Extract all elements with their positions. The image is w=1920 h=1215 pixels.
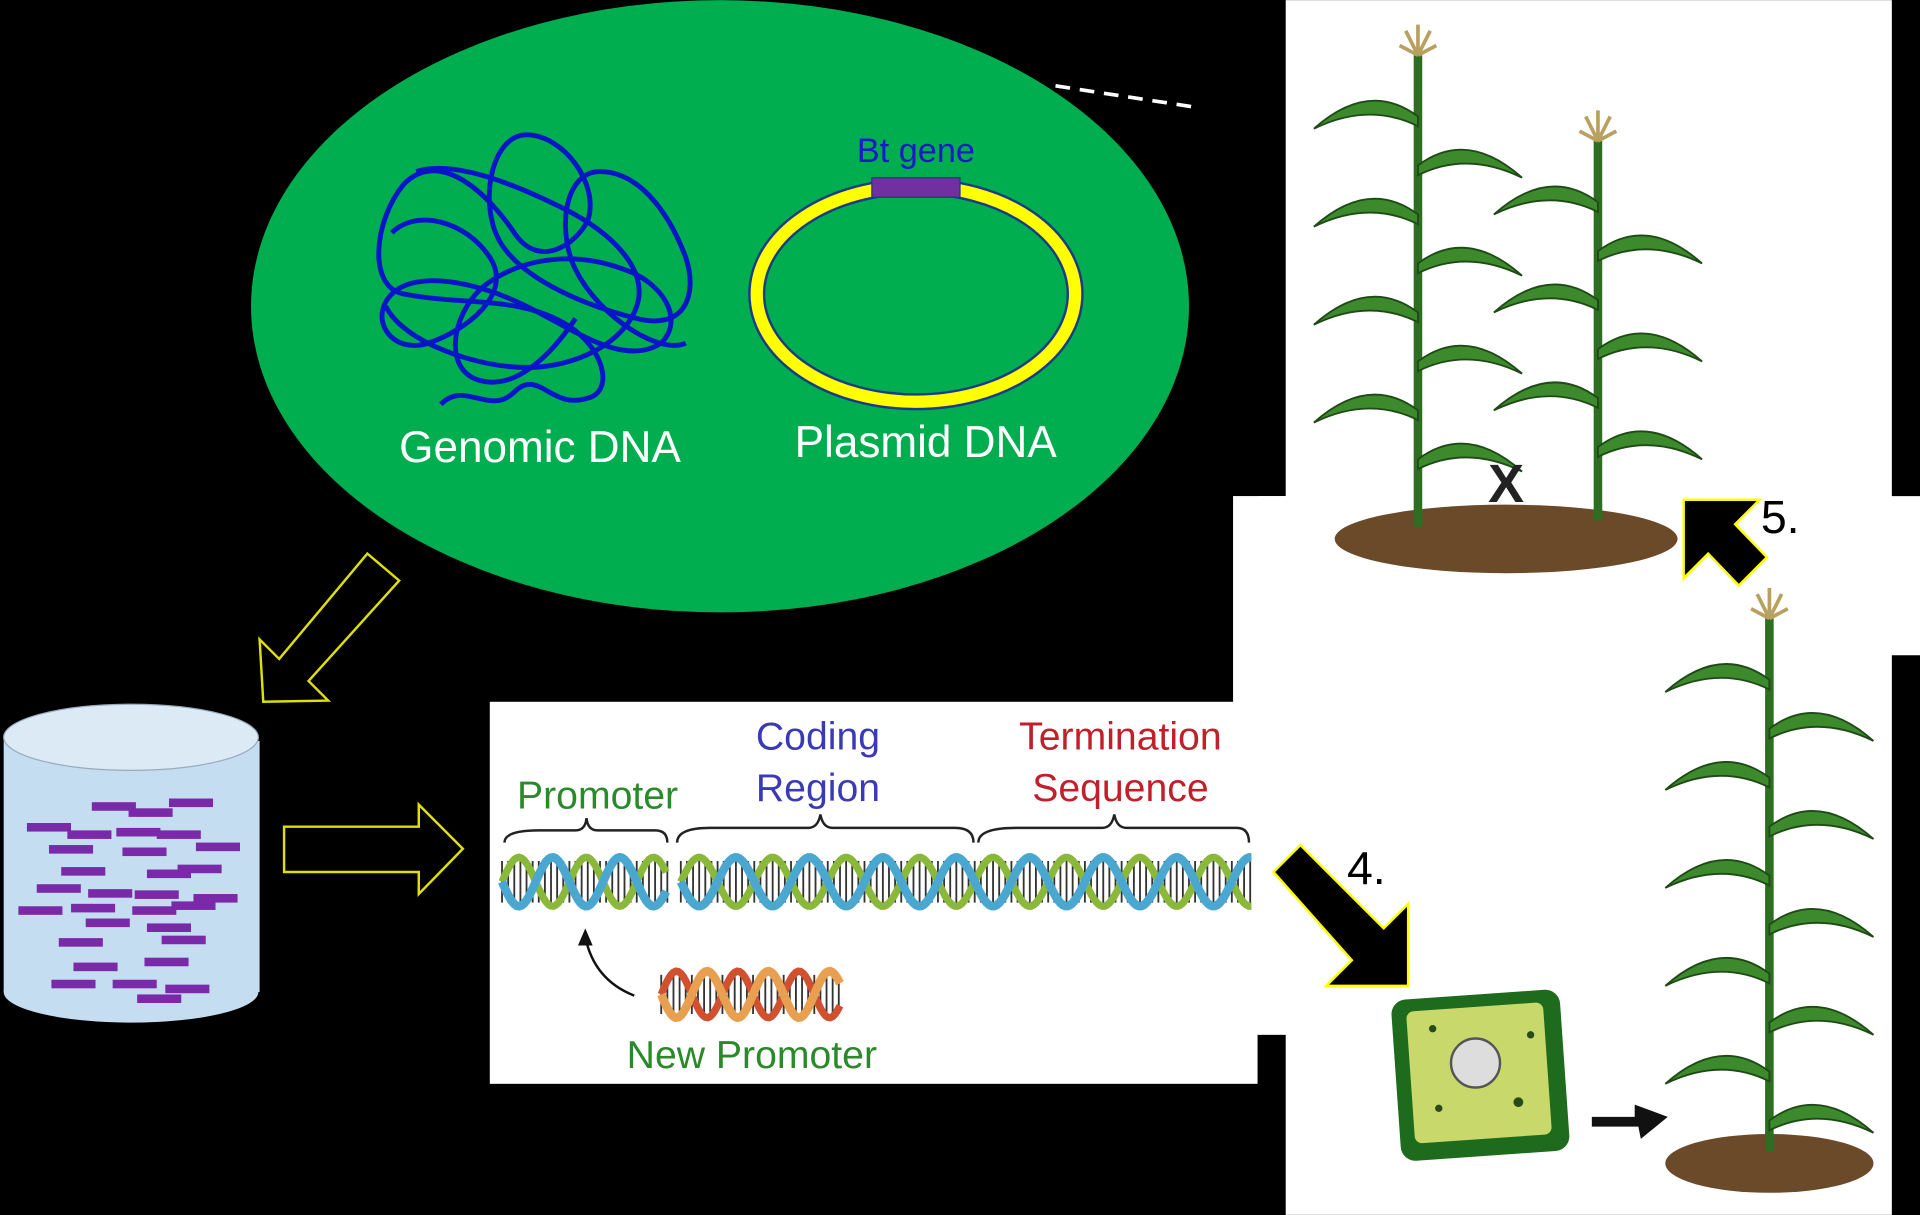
step4-label: 4. — [1347, 842, 1386, 894]
corn-leaf — [1417, 246, 1523, 277]
corn-leaf — [1768, 907, 1875, 938]
dna-fragment — [193, 894, 238, 903]
dashed-pointer-line — [1055, 84, 1201, 110]
dna-fragment — [67, 830, 112, 839]
plasmid-dna-label: Plasmid DNA — [795, 418, 1058, 467]
new-promoter-label: New Promoter — [627, 1034, 877, 1077]
corn-leaf — [1493, 283, 1599, 314]
termination-label-line1: Termination — [1019, 716, 1221, 759]
corn-leaf — [1313, 393, 1419, 424]
corn-leaf — [1768, 712, 1875, 742]
coding-label-line1: Coding — [756, 716, 880, 759]
soil-bottom — [1665, 1134, 1874, 1193]
step4-arrow — [1271, 843, 1410, 988]
corn-leaf — [1664, 1054, 1771, 1085]
dna-fragment — [195, 842, 240, 852]
corn-leaf — [1597, 332, 1703, 363]
corn-leaf — [1597, 430, 1703, 461]
dna-fragment — [88, 889, 133, 898]
dna-fragment — [71, 903, 116, 913]
cross-mark: X — [1488, 454, 1524, 514]
corn-leaf — [1768, 1103, 1875, 1134]
bt-gene-label: Bt gene — [857, 132, 975, 170]
hollow-arrow-right — [282, 801, 465, 898]
dna-fragment — [132, 906, 177, 915]
dna-fragment — [156, 830, 201, 839]
dna-fragment — [177, 864, 222, 874]
step5-label: 5. — [1761, 491, 1800, 543]
soil-top — [1334, 504, 1678, 574]
dna-fragment — [58, 938, 103, 947]
dna-fragment — [91, 802, 136, 811]
step5-arrow — [1682, 498, 1769, 588]
corn-tassel — [1398, 24, 1438, 57]
corn-leaf — [1664, 663, 1771, 693]
helix-strand — [676, 853, 1252, 911]
small-arrow-to-plant — [1591, 1104, 1668, 1139]
dna-fragment — [122, 847, 167, 857]
corn-leaf — [1664, 859, 1771, 889]
bacterial-cell — [251, 0, 1189, 613]
corn-leaf — [1417, 148, 1523, 179]
dna-fragment — [61, 867, 106, 876]
genomic-dna-icon — [376, 132, 693, 407]
corn-leaf — [1417, 442, 1523, 473]
dna-helix-new-promoter — [657, 966, 844, 1023]
dna-fragment — [161, 935, 206, 945]
corn-leaf — [1493, 185, 1599, 216]
termination-label-line2: Sequence — [1032, 767, 1208, 810]
dna-fragment — [165, 984, 210, 994]
insert-arrowhead — [577, 928, 593, 946]
promoter-label: Promoter — [517, 774, 678, 817]
bt-gene-segment — [871, 177, 961, 198]
dna-fragment — [146, 923, 192, 932]
corn-leaf — [1597, 234, 1703, 265]
gene-library-cylinder — [3, 703, 260, 1023]
helix-strand — [498, 852, 670, 911]
plant-cell-icon — [1391, 989, 1570, 1161]
dna-helix-construct — [498, 852, 1252, 911]
corn-leaf — [1313, 197, 1419, 228]
corn-tassel — [1750, 587, 1789, 621]
corn-plants — [1313, 24, 1875, 1152]
dna-fragment — [48, 845, 94, 854]
dna-fragment — [112, 979, 157, 989]
corn-tassel — [1578, 110, 1618, 143]
corn-leaf — [1768, 810, 1875, 840]
dna-fragment — [51, 979, 96, 989]
dna-fragment — [171, 901, 216, 910]
corn-leaf — [1768, 1005, 1875, 1036]
corn-leaf — [1313, 99, 1419, 130]
coding-label-line2: Region — [756, 767, 880, 810]
corn-leaf — [1664, 956, 1771, 987]
dna-fragment — [168, 798, 214, 808]
dna-fragment — [137, 994, 182, 1004]
dna-fragment — [144, 957, 189, 967]
hollow-arrow-down-left — [258, 551, 401, 704]
dna-fragment — [18, 906, 63, 915]
corn-leaf — [1417, 344, 1523, 375]
dna-fragment — [36, 884, 81, 893]
brackets — [503, 814, 1251, 843]
corn-leaf — [1664, 761, 1771, 791]
dna-fragment — [73, 962, 118, 972]
dna-fragment — [26, 823, 72, 832]
dna-fragment — [85, 918, 130, 928]
plant-panel-background — [1233, 0, 1920, 1215]
dna-fragment — [128, 808, 173, 817]
dna-fragments — [18, 798, 240, 1004]
corn-leaf — [1493, 381, 1599, 412]
corn-leaf — [1313, 295, 1419, 326]
dna-fragment — [134, 890, 179, 899]
dna-fragment — [116, 827, 161, 837]
helix-strand — [657, 966, 844, 1023]
genomic-dna-label: Genomic DNA — [399, 423, 681, 472]
dna-fragment — [146, 869, 192, 879]
